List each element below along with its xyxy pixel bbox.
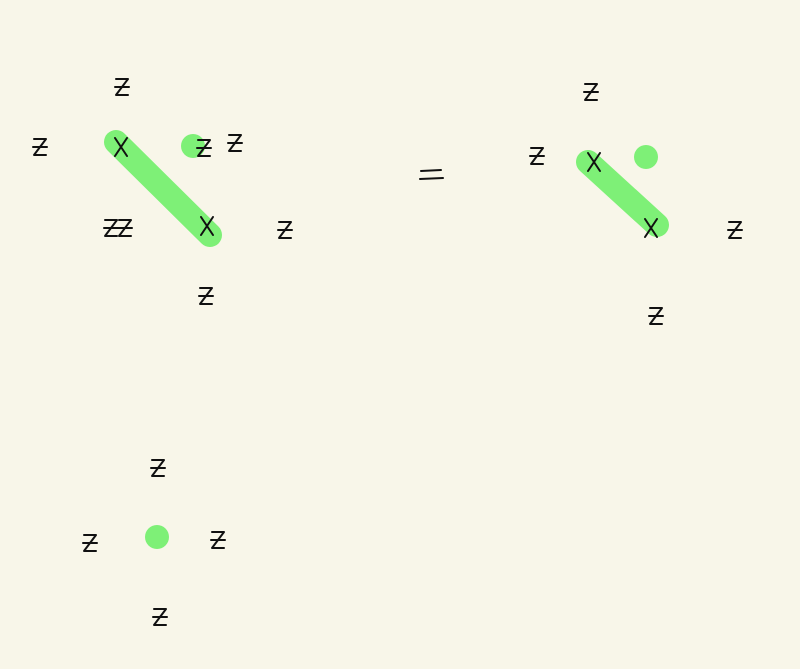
z-marker: [152, 608, 168, 626]
green-edge: [576, 150, 669, 237]
green-dot: [181, 134, 205, 158]
z-marker: [227, 134, 243, 152]
left-diagram: [32, 78, 293, 305]
z-marker: [32, 138, 48, 156]
z-marker: [198, 287, 214, 305]
z-marker: [114, 78, 130, 96]
equals-sign: [419, 169, 444, 180]
z-marker: [117, 219, 133, 237]
green-dot: [145, 525, 169, 549]
z-marker: [529, 147, 545, 165]
z-marker: [277, 221, 293, 239]
bottom-diagram: [82, 459, 226, 626]
z-marker: [82, 534, 98, 552]
green-dot: [634, 145, 658, 169]
right-diagram: [529, 83, 743, 325]
z-marker: [648, 307, 664, 325]
green-edge: [104, 130, 222, 247]
z-marker: [210, 531, 226, 549]
z-marker: [103, 219, 119, 237]
z-marker: [150, 459, 166, 477]
z-marker: [583, 83, 599, 101]
z-marker: [727, 221, 743, 239]
